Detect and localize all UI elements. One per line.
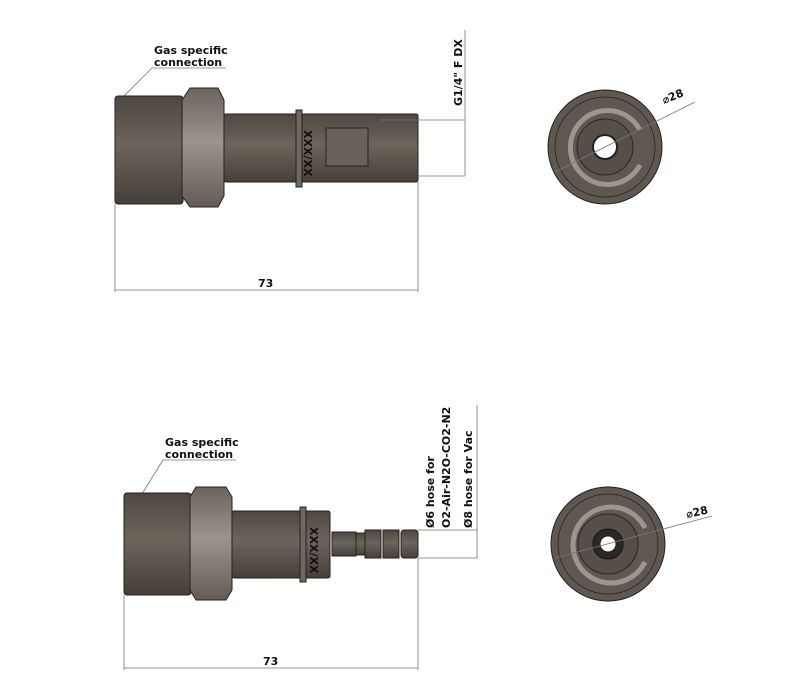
o-ring [299, 506, 307, 583]
barb [400, 529, 419, 559]
hose-label-2: O2-Air-N2O-CO2-N2 [440, 407, 453, 528]
bottom-side-view: Gas specific connection XXX/XX 73 Ø6 hos… [123, 405, 478, 670]
top-end-view: ⌀28 [547, 87, 696, 205]
connector-body [123, 492, 192, 596]
length-value: 73 [263, 655, 278, 668]
marking-text: XXX/XX [301, 130, 314, 177]
barb [364, 529, 382, 559]
hose-label-3: Ø8 hose for Vac [462, 430, 475, 528]
collar [189, 486, 233, 601]
diameter-label: ⌀28 [660, 87, 685, 107]
collar [181, 87, 225, 208]
o-ring [295, 109, 303, 188]
gas-label-line2: connection [165, 448, 233, 461]
length-value: 73 [258, 277, 273, 290]
shaft [223, 113, 419, 183]
top-side-view: Gas specific connection XXX/XX 73 G1/4" … [114, 30, 466, 292]
gas-label-line1: Gas specific [154, 44, 228, 57]
connector-body [114, 95, 184, 205]
gas-label-line2: connection [154, 56, 222, 69]
leader-line [121, 67, 153, 99]
thread-label: G1/4" F DX [452, 39, 465, 106]
barb [382, 529, 400, 559]
marking-text: XXX/XX [307, 527, 320, 574]
diameter-label: ⌀28 [685, 504, 709, 521]
bottom-end-view: ⌀28 [550, 486, 713, 602]
hose-label-1: Ø6 hose for [424, 456, 437, 528]
label-plate [325, 127, 369, 167]
gas-label-line1: Gas specific [165, 436, 239, 449]
hose-stem [331, 531, 357, 557]
